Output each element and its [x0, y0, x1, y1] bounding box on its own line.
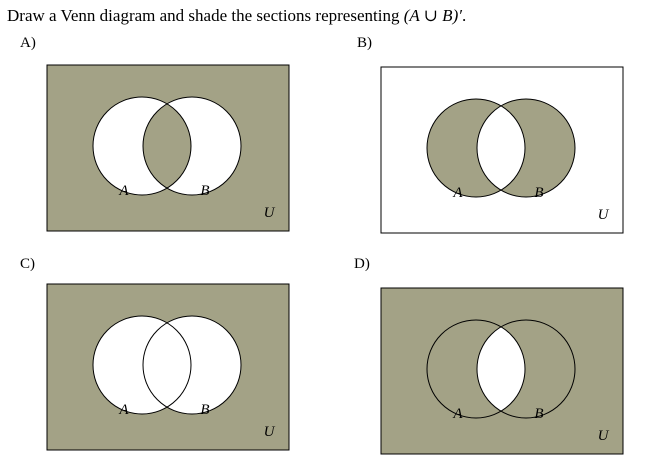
universe-label: U [264, 205, 276, 221]
set-b-circle [476, 319, 576, 419]
set-a-label: A [118, 402, 129, 418]
option-b-venn-diagram[interactable]: A B U [380, 66, 624, 234]
set-b-circle [142, 315, 242, 415]
intersection-region [477, 99, 525, 197]
universe-label: U [264, 424, 276, 440]
question-text: Draw a Venn diagram and shade the sectio… [7, 6, 466, 26]
option-b-venn-svg: A B U [380, 66, 624, 234]
option-c-venn-diagram[interactable]: A B U [46, 283, 290, 451]
set-a-circle [92, 96, 192, 196]
set-a-circle [426, 319, 526, 419]
universe-label: U [598, 428, 610, 444]
set-a-circle [92, 315, 192, 415]
intersection-region [143, 97, 191, 195]
set-b-label: B [534, 185, 543, 201]
intersection-region [477, 320, 525, 418]
set-b-label: B [534, 406, 543, 422]
set-b-circle [142, 96, 242, 196]
option-d-venn-diagram[interactable]: A B U [380, 287, 624, 455]
question-prefix: Draw a Venn diagram and shade the sectio… [7, 6, 404, 25]
set-a-circle [426, 98, 526, 198]
set-a-label: A [118, 183, 129, 199]
option-a-venn-diagram[interactable]: A B U [46, 64, 290, 232]
question-suffix: . [461, 6, 467, 25]
set-a-label: A [452, 185, 463, 201]
set-b-circle [476, 98, 576, 198]
option-a-label[interactable]: A) [20, 35, 36, 51]
option-b-label[interactable]: B) [357, 35, 372, 51]
intersection-region [143, 316, 191, 414]
universe-label: U [598, 207, 610, 223]
set-a-label: A [452, 406, 463, 422]
set-b-label: B [200, 183, 209, 199]
option-a-venn-svg: A B U [46, 64, 290, 232]
option-d-label[interactable]: D) [354, 256, 370, 272]
option-c-venn-svg: A B U [46, 283, 290, 451]
question-expression: (A ∪ B)′ [403, 6, 462, 25]
option-d-venn-svg: A B U [380, 287, 624, 455]
option-c-label[interactable]: C) [20, 256, 35, 272]
set-b-label: B [200, 402, 209, 418]
